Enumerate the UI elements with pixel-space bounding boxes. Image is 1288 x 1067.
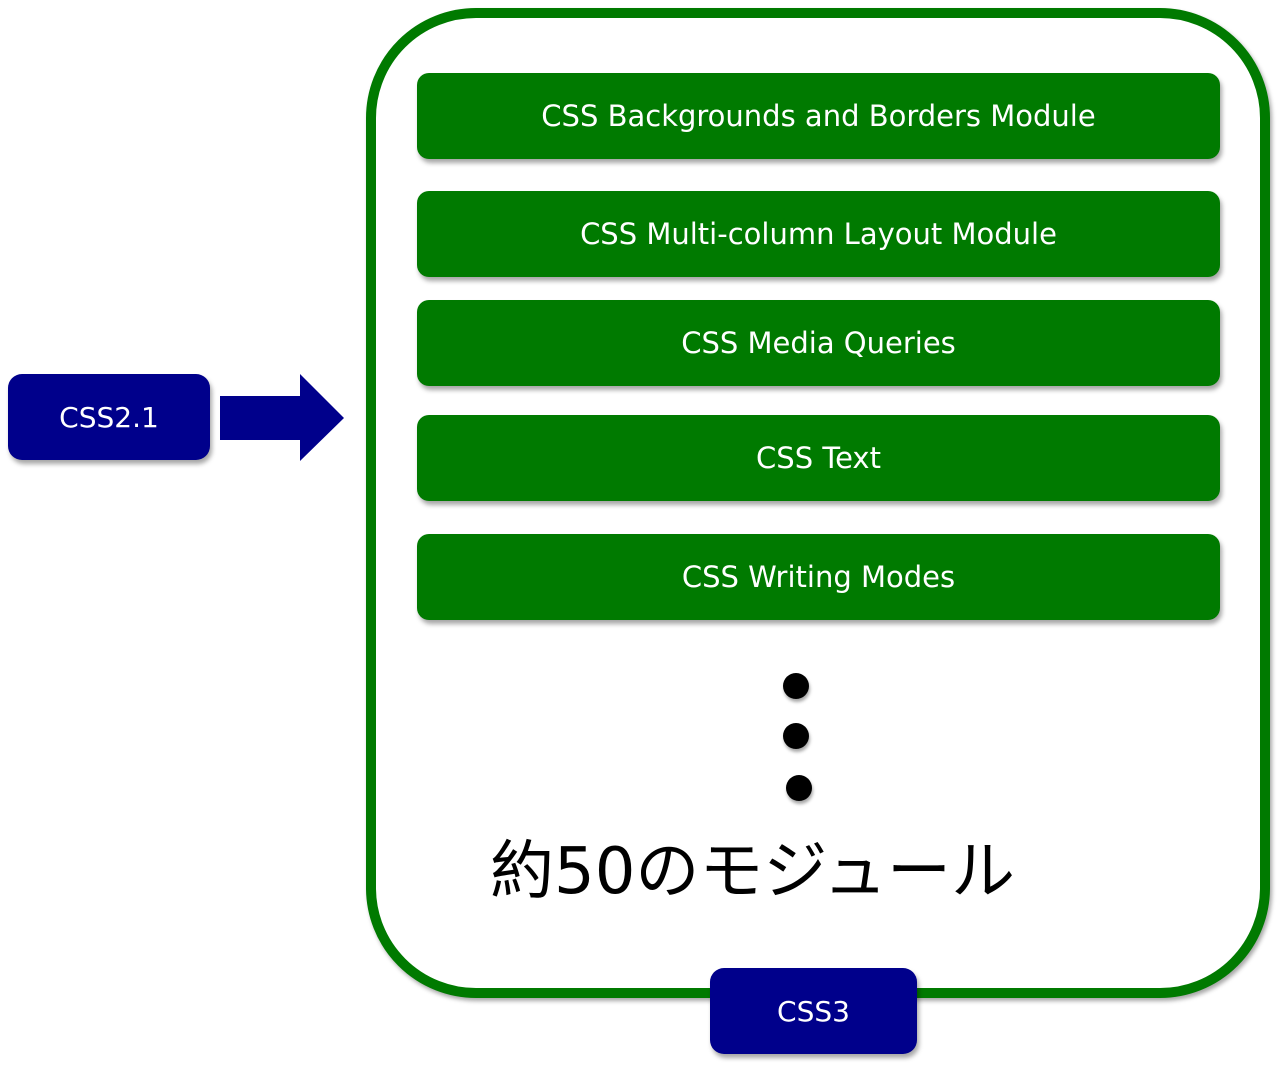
module-label: CSS Media Queries — [681, 326, 956, 360]
css21-label: CSS2.1 — [59, 400, 159, 434]
module-label: CSS Text — [756, 441, 881, 475]
module-label: CSS Multi-column Layout Module — [580, 217, 1057, 251]
css3-container — [366, 8, 1270, 998]
ellipsis-dot — [786, 775, 812, 801]
module-backgrounds-borders: CSS Backgrounds and Borders Module — [417, 73, 1220, 159]
ellipsis-dot — [783, 673, 809, 699]
module-writing-modes: CSS Writing Modes — [417, 534, 1220, 620]
module-count-caption: 約50のモジュール — [490, 835, 1015, 909]
css21-box: CSS2.1 — [8, 374, 210, 460]
css3-box: CSS3 — [710, 968, 917, 1054]
module-media-queries: CSS Media Queries — [417, 300, 1220, 386]
css3-label: CSS3 — [777, 994, 850, 1028]
ellipsis-dot — [783, 723, 809, 749]
module-text: CSS Text — [417, 415, 1220, 501]
module-label: CSS Writing Modes — [681, 560, 956, 594]
module-multi-column: CSS Multi-column Layout Module — [417, 191, 1220, 277]
module-label: CSS Backgrounds and Borders Module — [541, 99, 1096, 133]
arrow-right-icon — [220, 374, 344, 461]
